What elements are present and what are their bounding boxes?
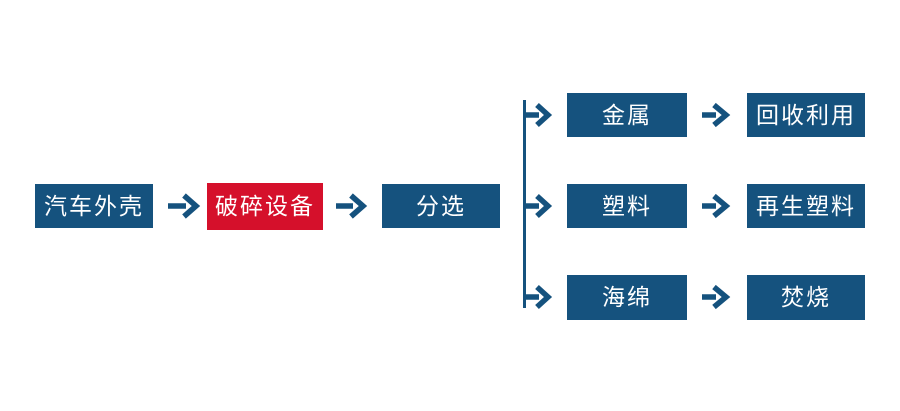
arrow-head-icon bbox=[712, 284, 731, 310]
material-box-sponge: 海绵 bbox=[567, 275, 687, 320]
arrow-head-icon bbox=[535, 102, 553, 128]
sorting-box: 分选 bbox=[382, 184, 500, 228]
material-box-metal: 金属 bbox=[567, 93, 687, 137]
source-box: 汽车外壳 bbox=[35, 184, 153, 228]
material-box-plastic: 塑料 bbox=[567, 184, 687, 228]
arrow-head-icon bbox=[182, 193, 201, 219]
arrow-head-icon bbox=[349, 193, 368, 219]
arrow-head-icon bbox=[712, 193, 731, 219]
crusher-box: 破碎设备 bbox=[207, 183, 323, 230]
arrow-head-icon bbox=[535, 284, 553, 310]
result-box-recycled-plastic: 再生塑料 bbox=[747, 184, 865, 228]
arrow-head-icon bbox=[535, 193, 553, 219]
result-box-incineration: 焚烧 bbox=[747, 275, 865, 320]
arrow-head-icon bbox=[712, 102, 731, 128]
result-box-recycle: 回收利用 bbox=[747, 93, 865, 137]
